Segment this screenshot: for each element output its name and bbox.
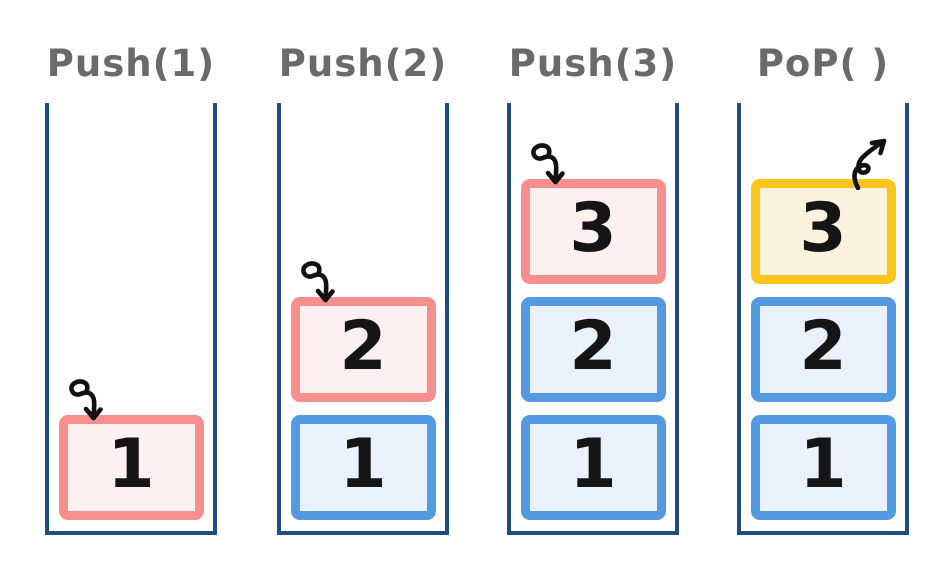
stack-frame: 1 [45, 103, 217, 535]
stack-item-value: 1 [107, 424, 155, 504]
stack-item-value: 1 [799, 424, 847, 504]
operation-label: PoP( ) [756, 42, 890, 85]
stack-item-value: 2 [799, 306, 847, 386]
stack-column-4: PoP( ) 3 2 1 [737, 34, 909, 535]
pop-arrow-icon [844, 135, 892, 190]
stack-item-box: 3 [750, 138, 896, 284]
stack-column-1: Push(1) 1 [45, 34, 217, 535]
stack-item-value: 2 [339, 306, 387, 386]
stack-item-box: 2 [290, 261, 436, 402]
stack-item-box: 2 [750, 297, 896, 402]
operation-label: Push(2) [278, 42, 448, 85]
push-arrow-icon [527, 141, 571, 188]
stack-frame: 3 2 1 [737, 103, 909, 535]
stack-item-box: 1 [750, 415, 896, 520]
stack-item-box: 1 [58, 379, 204, 520]
stack-column-3: Push(3) 3 2 1 [507, 34, 679, 535]
stack-item-box: 1 [290, 415, 436, 520]
push-arrow-icon [65, 377, 109, 424]
operation-label: Push(1) [46, 42, 216, 85]
stack-item-value: 3 [569, 188, 617, 268]
stack-frame: 3 2 1 [507, 103, 679, 535]
stack-item-value: 3 [799, 188, 847, 268]
stack-item-value: 1 [339, 424, 387, 504]
stack-item-box: 3 [520, 143, 666, 284]
push-arrow-icon [297, 259, 341, 306]
operation-label: Push(3) [508, 42, 678, 85]
stack-item-value: 2 [569, 306, 617, 386]
stack-item-box: 2 [520, 297, 666, 402]
stack-item-box: 1 [520, 415, 666, 520]
stack-item-value: 1 [569, 424, 617, 504]
